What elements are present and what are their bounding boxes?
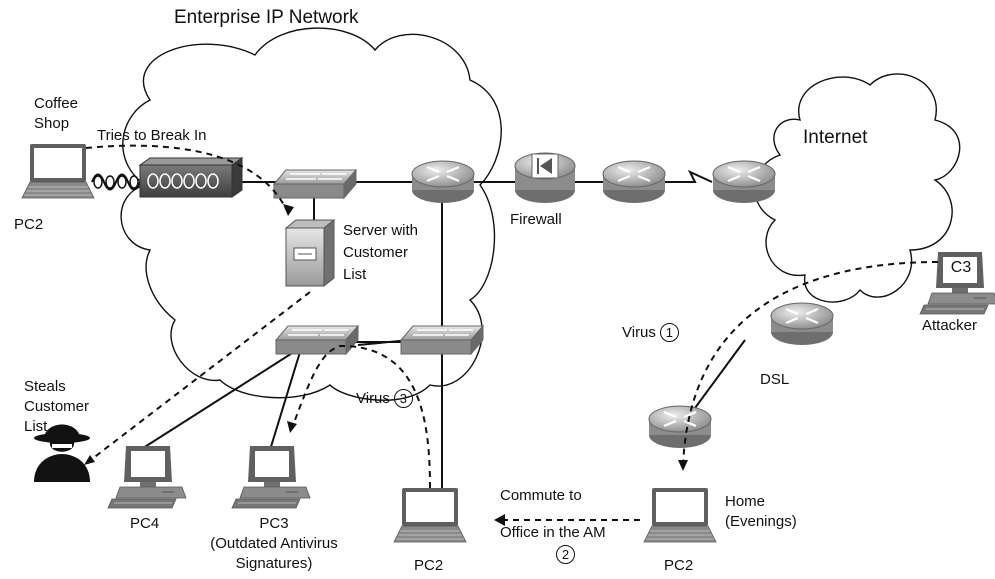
laptop-pc2-office [393,487,467,543]
hacker-icon [34,424,90,482]
steals-label-line3: List [24,418,48,435]
router-enterprise [410,159,476,205]
commute-label-line1: Commute to [500,487,582,504]
step-1-badge: 1 [659,323,679,342]
coffee-shop-label-line1: Coffee [34,95,78,112]
dsl-label: DSL [760,371,790,388]
network-links [139,169,746,488]
pc4-label: PC4 [130,515,160,532]
laptop-pc2-coffee [21,143,95,199]
coffee-shop-label-line2: Shop [34,115,70,132]
router-dsl-isp [769,301,835,347]
pc3-icon [231,445,311,509]
router-home [647,404,713,450]
internet-label: Internet [803,127,868,148]
pc2-office-label: PC2 [414,557,444,574]
server-label-line2: Customer [343,244,409,261]
step-2-badge: 2 [556,545,575,564]
pc2-home-label: PC2 [664,557,694,574]
firewall-label: Firewall [510,211,562,228]
step-3-badge: 3 [393,389,413,408]
switch-top [273,169,357,199]
laptop-pc2-home [643,487,717,543]
home-label-line2: (Evenings) [725,513,797,530]
access-server [138,157,244,198]
pc3-label-line3: Signatures) [235,555,313,572]
pc3-label-line2: (Outdated Antivirus [210,535,338,552]
internet-cloud [754,73,961,303]
router-edge [601,159,667,205]
switch-lower-right [400,325,484,355]
steals-label-line2: Customer [24,398,90,415]
home-label-line1: Home [725,493,766,510]
firewall-icon [514,152,576,203]
router-internet [711,159,777,205]
attack-paths [85,144,939,521]
enterprise-cloud [120,27,502,401]
attacker-screen-text: C3 [950,259,972,276]
server-label-line1: Server with [343,222,419,239]
attacker-label: Attacker [922,317,978,334]
pc4-icon [107,445,187,509]
commute-label-line2: Office in the AM [500,524,606,541]
pc3-label-line1: PC3 [259,515,289,532]
server-icon [284,218,336,288]
serial-squiggle [91,173,141,191]
switch-lower-left [275,325,359,355]
steals-label-line1: Steals [24,378,66,395]
server-label-line3: List [343,266,367,283]
diagram-title: Enterprise IP Network [174,7,359,28]
pc2-coffee-label: PC2 [14,216,44,233]
arrowheads [84,204,688,526]
tries-break-in-label: Tries to Break In [97,127,207,144]
